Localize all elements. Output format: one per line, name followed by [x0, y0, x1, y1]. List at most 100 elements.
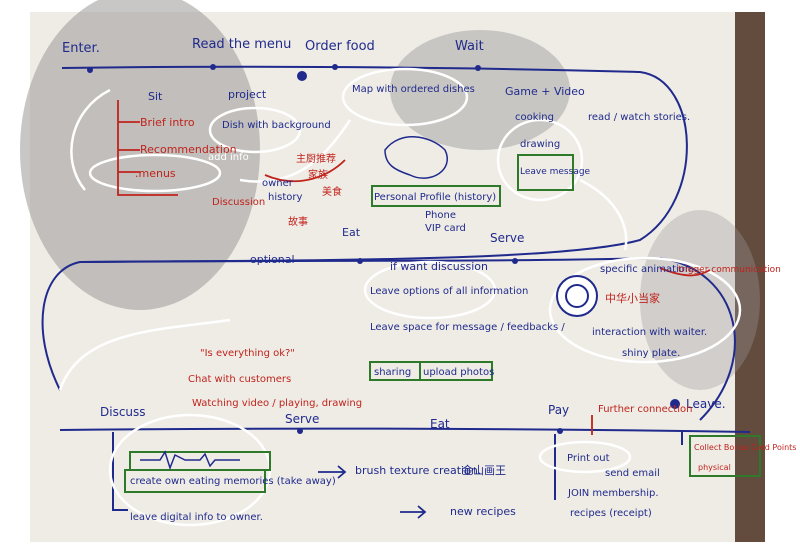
stage-dot-serve	[512, 258, 518, 264]
item-vip-card: VIP card	[425, 223, 466, 234]
labels-mid: Eat Serve optional if want discussion Le…	[188, 226, 781, 409]
green-boxes	[124, 154, 761, 493]
item-game-video: Game + Video	[505, 85, 585, 98]
red-bracket-sit	[117, 100, 178, 196]
stage-dots	[87, 64, 680, 434]
item-new-recipes: new recipes	[450, 505, 516, 518]
item-phone: Phone	[425, 210, 456, 221]
stage-dot-food	[297, 71, 307, 81]
memories-box	[124, 469, 266, 493]
message-box	[517, 154, 574, 191]
arrow-recipes	[400, 505, 427, 519]
shiny-plate-icon	[556, 275, 598, 317]
item-sharing: sharing	[374, 367, 411, 378]
stage-dot-serve-2	[297, 428, 303, 434]
stage-enter: Enter.	[62, 41, 100, 56]
interaction-highlight	[548, 256, 742, 364]
item-is-everything-ok: "Is everything ok?"	[200, 348, 295, 359]
menus-highlight	[88, 153, 222, 193]
stage-read-menu: Read the menu	[192, 37, 291, 52]
item-interaction-waiter: interaction with waiter.	[592, 327, 707, 338]
item-physical: physical	[698, 463, 731, 472]
journey-curve-right	[659, 257, 736, 421]
item-shiny-plate: shiny plate.	[622, 348, 680, 359]
stage-serve: Serve	[490, 231, 524, 245]
item-print-out: Print out	[567, 453, 610, 464]
item-watching-video: Watching video / playing, drawing	[192, 398, 362, 409]
item-dish-background: Dish with background	[222, 120, 331, 131]
item-leave-digital: leave digital info to owner.	[130, 512, 263, 523]
stage-dot-wait	[475, 65, 481, 71]
stage-order-food: Order food	[305, 39, 375, 54]
labels-bottom: Discuss Serve Eat Pay Leave. create own …	[100, 397, 796, 523]
item-read-watch: read / watch stories.	[588, 112, 690, 123]
red-connectors	[117, 100, 711, 435]
item-collect-bonus: Collect Bonus Card Points	[694, 443, 796, 452]
doodles	[140, 136, 598, 471]
item-sit: Sit	[148, 90, 163, 103]
red-ticks	[118, 121, 140, 173]
item-cn-recommend: 主厨推荐	[296, 152, 336, 165]
map-highlight	[341, 67, 469, 127]
item-recommendation: Recommendation	[140, 143, 237, 156]
stage-dot-pay	[557, 428, 563, 434]
item-leave-space: Leave space for message / feedbacks /	[370, 322, 565, 333]
item-add-info: add info	[208, 152, 249, 163]
item-chat-customers: Chat with customers	[188, 374, 291, 385]
item-brush-texture: brush texture creation.	[355, 464, 481, 477]
item-history: history	[268, 192, 302, 203]
item-specific-animation: specific animation.	[600, 264, 694, 275]
item-cn-animation: 中华小当家	[605, 291, 660, 305]
stage-discuss: Discuss	[100, 405, 146, 419]
white-highlights	[58, 67, 742, 527]
item-project: project	[228, 88, 267, 101]
item-brief-intro: Brief intro	[140, 116, 195, 129]
red-trigger-line	[659, 267, 711, 277]
labels-top: Enter. Read the menu Order food Wait Sit…	[62, 37, 690, 234]
item-leave-options: Leave options of all information	[370, 286, 528, 297]
red-curve-history	[264, 159, 346, 183]
item-create-memories: create own eating memories (take away)	[130, 476, 336, 487]
stage-eat-bottom: Eat	[430, 417, 450, 431]
audio-wave-icon	[140, 450, 240, 471]
hand-shadow-right	[640, 210, 760, 390]
journey-line-bottom	[59, 427, 751, 433]
item-personal-profile: Personal Profile (history)	[374, 192, 496, 203]
stage-serve-bottom: Serve	[285, 412, 319, 426]
item-cn-story: 故事	[288, 215, 308, 228]
stage-pay: Pay	[548, 403, 569, 417]
upload-box	[419, 361, 493, 381]
item-cooking: cooking	[515, 112, 554, 123]
stage-wait: Wait	[455, 39, 484, 54]
plate-inner-icon	[565, 284, 589, 308]
stage-leave: Leave.	[686, 397, 726, 411]
white-connector-arrows	[58, 88, 628, 391]
item-discussion: Discussion	[212, 197, 265, 208]
print-highlight	[538, 440, 632, 474]
item-further-connection: Further connection	[598, 404, 692, 415]
stage-dot-eat	[357, 258, 363, 264]
label-optional: optional	[250, 253, 295, 266]
item-upload-photos: upload photos	[423, 367, 494, 378]
dish-highlight	[208, 106, 302, 154]
item-if-discussion: if want discussion	[390, 260, 488, 273]
stage-dot-enter	[87, 67, 93, 73]
item-join-membership: JOIN membership.	[567, 488, 659, 499]
stage-dot-read	[210, 64, 216, 70]
item-owner: owner	[262, 178, 294, 189]
map-sketch	[384, 136, 448, 179]
item-cn-family: 家族	[308, 168, 328, 181]
stage-dot-order	[332, 64, 338, 70]
item-send-email: send email	[605, 468, 660, 479]
arrows-bottom	[318, 465, 427, 519]
item-leave-message: Leave message	[520, 167, 591, 177]
journey-line-top	[41, 65, 688, 391]
stage-eat: Eat	[342, 226, 361, 239]
profile-box	[371, 185, 501, 207]
item-drawing: drawing	[520, 139, 560, 150]
options-highlight	[363, 260, 497, 320]
stage-dot-leave	[670, 399, 680, 409]
bonus-box	[689, 435, 761, 477]
hand-shadow-top	[390, 30, 570, 150]
